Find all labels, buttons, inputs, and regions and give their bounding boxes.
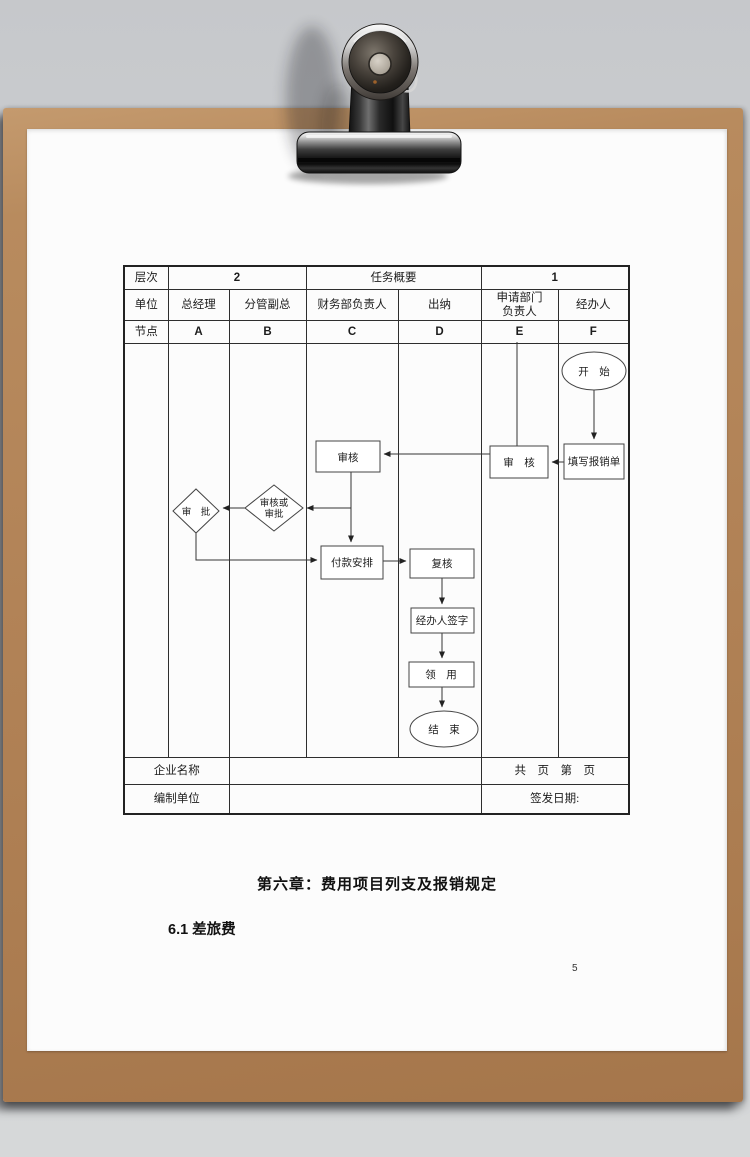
node-d: D: [397, 320, 482, 344]
binder-clip: [286, 23, 462, 184]
unit-handler: 经办人: [557, 289, 630, 321]
level-row: 层次 2 任务概要 1: [123, 265, 630, 290]
node-row: 节点 A B C D E F: [123, 320, 630, 344]
unit-general-manager: 总经理: [167, 289, 230, 321]
org-value-cell: [228, 784, 482, 815]
pages-label: 共 页 第 页: [480, 757, 630, 785]
node-a: A: [167, 320, 230, 344]
node-label: 节点: [123, 320, 169, 344]
lane-b: [228, 343, 307, 758]
node-f: F: [557, 320, 630, 344]
unit-label: 单位: [123, 289, 169, 321]
process-flow-table: 层次 2 任务概要 1 单位 总经理 分管副总 财务部负责人 出纳 申请部门 负…: [123, 265, 630, 815]
level-label: 层次: [123, 265, 169, 290]
lane-e: [480, 343, 559, 758]
section-heading: 6.1 差旅费: [168, 922, 236, 938]
unit-cashier: 出纳: [397, 289, 482, 321]
chapter-heading: 第六章：费用项目列支及报销规定: [256, 877, 497, 893]
level-group-1: 1: [480, 265, 630, 290]
clipboard-board: 层次 2 任务概要 1 单位 总经理 分管副总 财务部负责人 出纳 申请部门 负…: [3, 108, 743, 1102]
lane-a: [167, 343, 230, 758]
lane-row: [123, 343, 630, 758]
page-number: 5: [572, 963, 578, 974]
clip-glint: [373, 80, 377, 84]
lane-labels: [123, 343, 169, 758]
unit-finance-head: 财务部负责人: [305, 289, 399, 321]
level-group-task: 任务概要: [305, 265, 482, 290]
lane-d: [397, 343, 482, 758]
company-value-cell: [228, 757, 482, 785]
level-group-2: 2: [167, 265, 307, 290]
clip-roller-highlight: [353, 28, 407, 43]
company-label: 企业名称: [123, 757, 230, 785]
org-label: 编制单位: [123, 784, 230, 815]
document-paper: 层次 2 任务概要 1 单位 总经理 分管副总 财务部负责人 出纳 申请部门 负…: [27, 129, 727, 1051]
node-e: E: [480, 320, 559, 344]
issue-date-label: 签发日期:: [480, 784, 630, 815]
unit-applicant-dept-head: 申请部门 负责人: [480, 289, 559, 321]
clip-bar-top-highlight: [306, 135, 452, 138]
node-b: B: [228, 320, 307, 344]
clip-bar-seam: [298, 158, 460, 162]
org-row: 编制单位 签发日期:: [123, 784, 630, 815]
company-row: 企业名称 共 页 第 页: [123, 757, 630, 785]
unit-row: 单位 总经理 分管副总 财务部负责人 出纳 申请部门 负责人 经办人: [123, 289, 630, 321]
node-c: C: [305, 320, 399, 344]
clip-roller-hole: [368, 52, 392, 76]
unit-deputy-gm: 分管副总: [228, 289, 307, 321]
clip-bar: [296, 131, 462, 174]
swimlane-table: 层次 2 任务概要 1 单位 总经理 分管副总 财务部负责人 出纳 申请部门 负…: [123, 265, 630, 815]
lane-f: [557, 343, 630, 758]
lane-c: [305, 343, 399, 758]
